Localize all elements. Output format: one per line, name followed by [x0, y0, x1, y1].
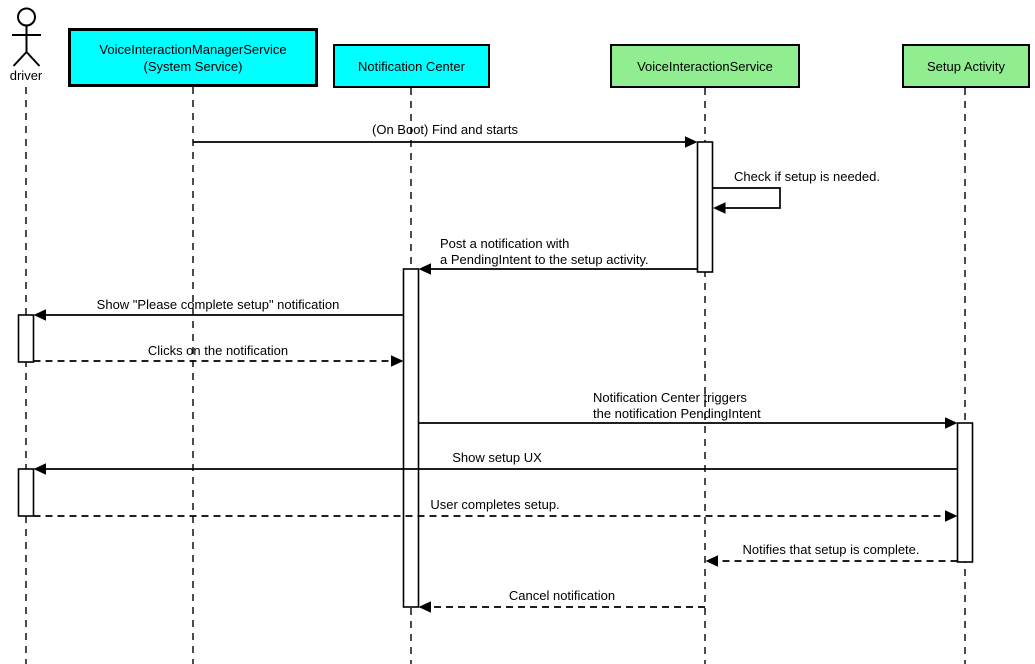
message-arrow-trigger-pendingintent	[418, 417, 958, 429]
participant-notification-center: Notification Center	[333, 44, 490, 88]
message-label-check-setup: Check if setup is needed.	[734, 169, 880, 184]
message-arrow-notify-complete	[705, 555, 958, 567]
activation-voiceinteractionservice	[696, 141, 714, 273]
message-label-show-setup-ux: Show setup UX	[452, 450, 542, 465]
message-label-post-notification: Post a notification with a PendingIntent…	[440, 236, 649, 267]
message-label-cancel-notification: Cancel notification	[508, 588, 616, 603]
actor-label: driver	[9, 68, 43, 83]
message-arrow-check-setup-self	[712, 187, 781, 214]
message-arrow-complete-setup	[33, 510, 958, 522]
message-arrow-show-notification	[33, 309, 404, 321]
participant-label-line1: VoiceInteractionManagerService	[99, 41, 287, 57]
participant-voiceinteractionservice: VoiceInteractionService	[610, 44, 800, 88]
participant-label: Notification Center	[358, 58, 465, 74]
participant-setup-activity: Setup Activity	[902, 44, 1030, 88]
actor-figure	[12, 7, 41, 67]
activation-setup-activity	[956, 422, 974, 563]
message-arrow-cancel-notification	[418, 601, 705, 613]
message-arrow-click-notification	[33, 355, 404, 367]
participant-label: Setup Activity	[926, 58, 1006, 74]
participant-label-line2: (System Service)	[143, 58, 243, 74]
activation-driver-2	[17, 468, 35, 517]
message-arrow-show-setup-ux	[33, 463, 958, 475]
participant-label: VoiceInteractionService	[637, 58, 773, 74]
message-label-trigger-pendingintent: Notification Center triggers the notific…	[593, 390, 761, 421]
message-arrow-post-notification	[418, 263, 698, 275]
participant-voiceinteractionmanagerservice: VoiceInteractionManagerService (System S…	[68, 28, 318, 87]
message-label-complete-setup: User completes setup.	[430, 497, 560, 512]
message-arrow-on-boot	[193, 136, 698, 148]
message-label-notify-complete: Notifies that setup is complete.	[742, 542, 920, 557]
message-label-on-boot: (On Boot) Find and starts	[372, 122, 518, 137]
message-label-click-notification: Clicks on the notification	[147, 343, 289, 358]
message-label-show-notification: Show "Please complete setup" notificatio…	[96, 297, 340, 312]
activation-notification-center	[402, 268, 420, 608]
activation-driver-1	[17, 314, 35, 363]
